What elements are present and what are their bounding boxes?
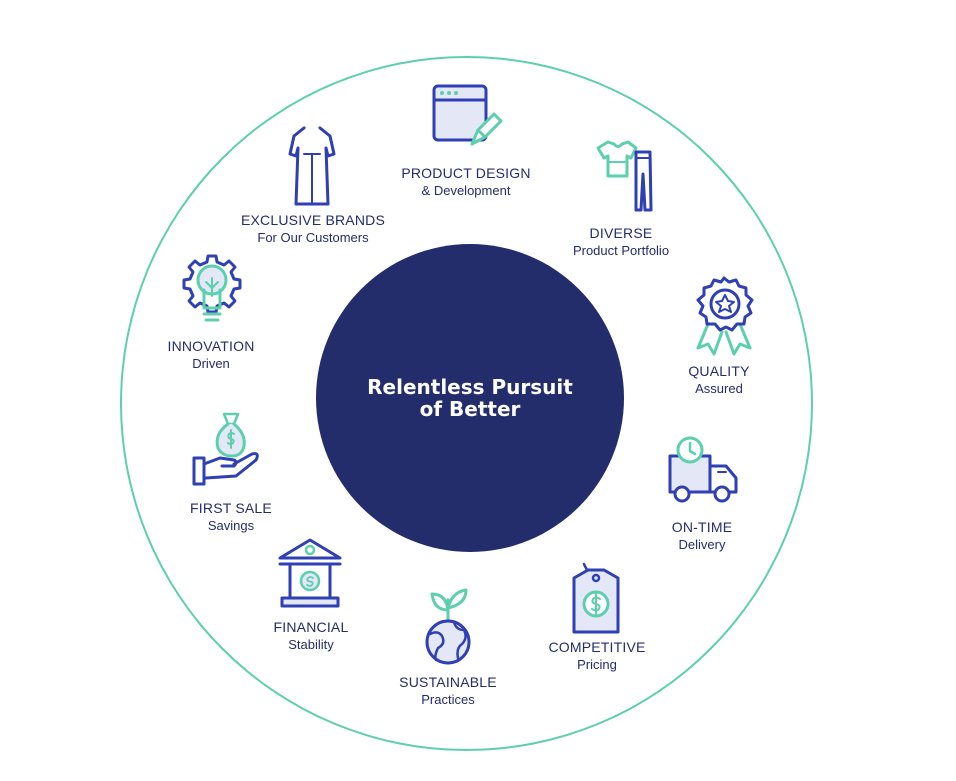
tshirt-pants-icon [592,136,660,214]
item-subtitle: Stability [288,637,334,652]
item-subtitle: Driven [192,356,230,371]
item-title: COMPETITIVE [548,639,646,655]
item-subtitle: Practices [421,692,475,707]
item-subtitle: Assured [695,381,743,396]
globe-sprout-icon [420,586,476,666]
item-product-design: PRODUCT DESIGN & Development [401,164,530,200]
center-title-line2: of Better [419,397,521,421]
bank-building-icon [276,536,344,610]
outer-ring [120,56,813,751]
award-badge-icon [692,276,756,358]
item-subtitle: Product Portfolio [572,243,670,258]
item-title: QUALITY [688,363,750,379]
center-title: Relentless Pursuit of Better [360,376,580,420]
hand-money-bag-icon [192,410,268,490]
item-financial: FINANCIAL Stability [274,618,349,654]
item-title: EXCLUSIVE BRANDS [240,212,386,228]
item-subtitle: Delivery [678,537,726,552]
item-title: PRODUCT DESIGN [401,165,531,181]
item-subtitle: For Our Customers [257,230,369,245]
item-subtitle: Savings [207,518,255,533]
price-tag-icon [568,560,624,638]
item-exclusive-brands: EXCLUSIVE BRANDS For Our Customers [241,211,385,247]
item-subtitle: Pricing [577,657,617,672]
lightbulb-gear-icon [178,252,246,330]
item-title: ON-TIME [671,519,733,535]
item-competitive: COMPETITIVE Pricing [548,638,645,674]
item-title: FIRST SALE [190,500,272,516]
item-title: FINANCIAL [273,619,349,635]
item-first-sale: FIRST SALE Savings [190,499,272,535]
item-sustainable: SUSTAINABLE Practices [399,673,497,709]
item-innovation: INNOVATION Driven [167,337,254,373]
center-circle: Relentless Pursuit of Better [316,244,624,552]
item-title: DIVERSE [589,225,653,241]
dress-icon [286,124,338,208]
item-title: SUSTAINABLE [399,674,497,690]
browser-pencil-icon [428,82,504,154]
item-quality: QUALITY Assured [688,362,749,398]
item-title: INNOVATION [167,338,255,354]
center-title-line1: Relentless Pursuit [367,375,573,399]
item-subtitle: & Development [421,183,511,198]
item-on-time: ON-TIME Delivery [672,518,733,554]
item-diverse: DIVERSE Product Portfolio [573,224,669,260]
delivery-truck-clock-icon [666,436,740,506]
